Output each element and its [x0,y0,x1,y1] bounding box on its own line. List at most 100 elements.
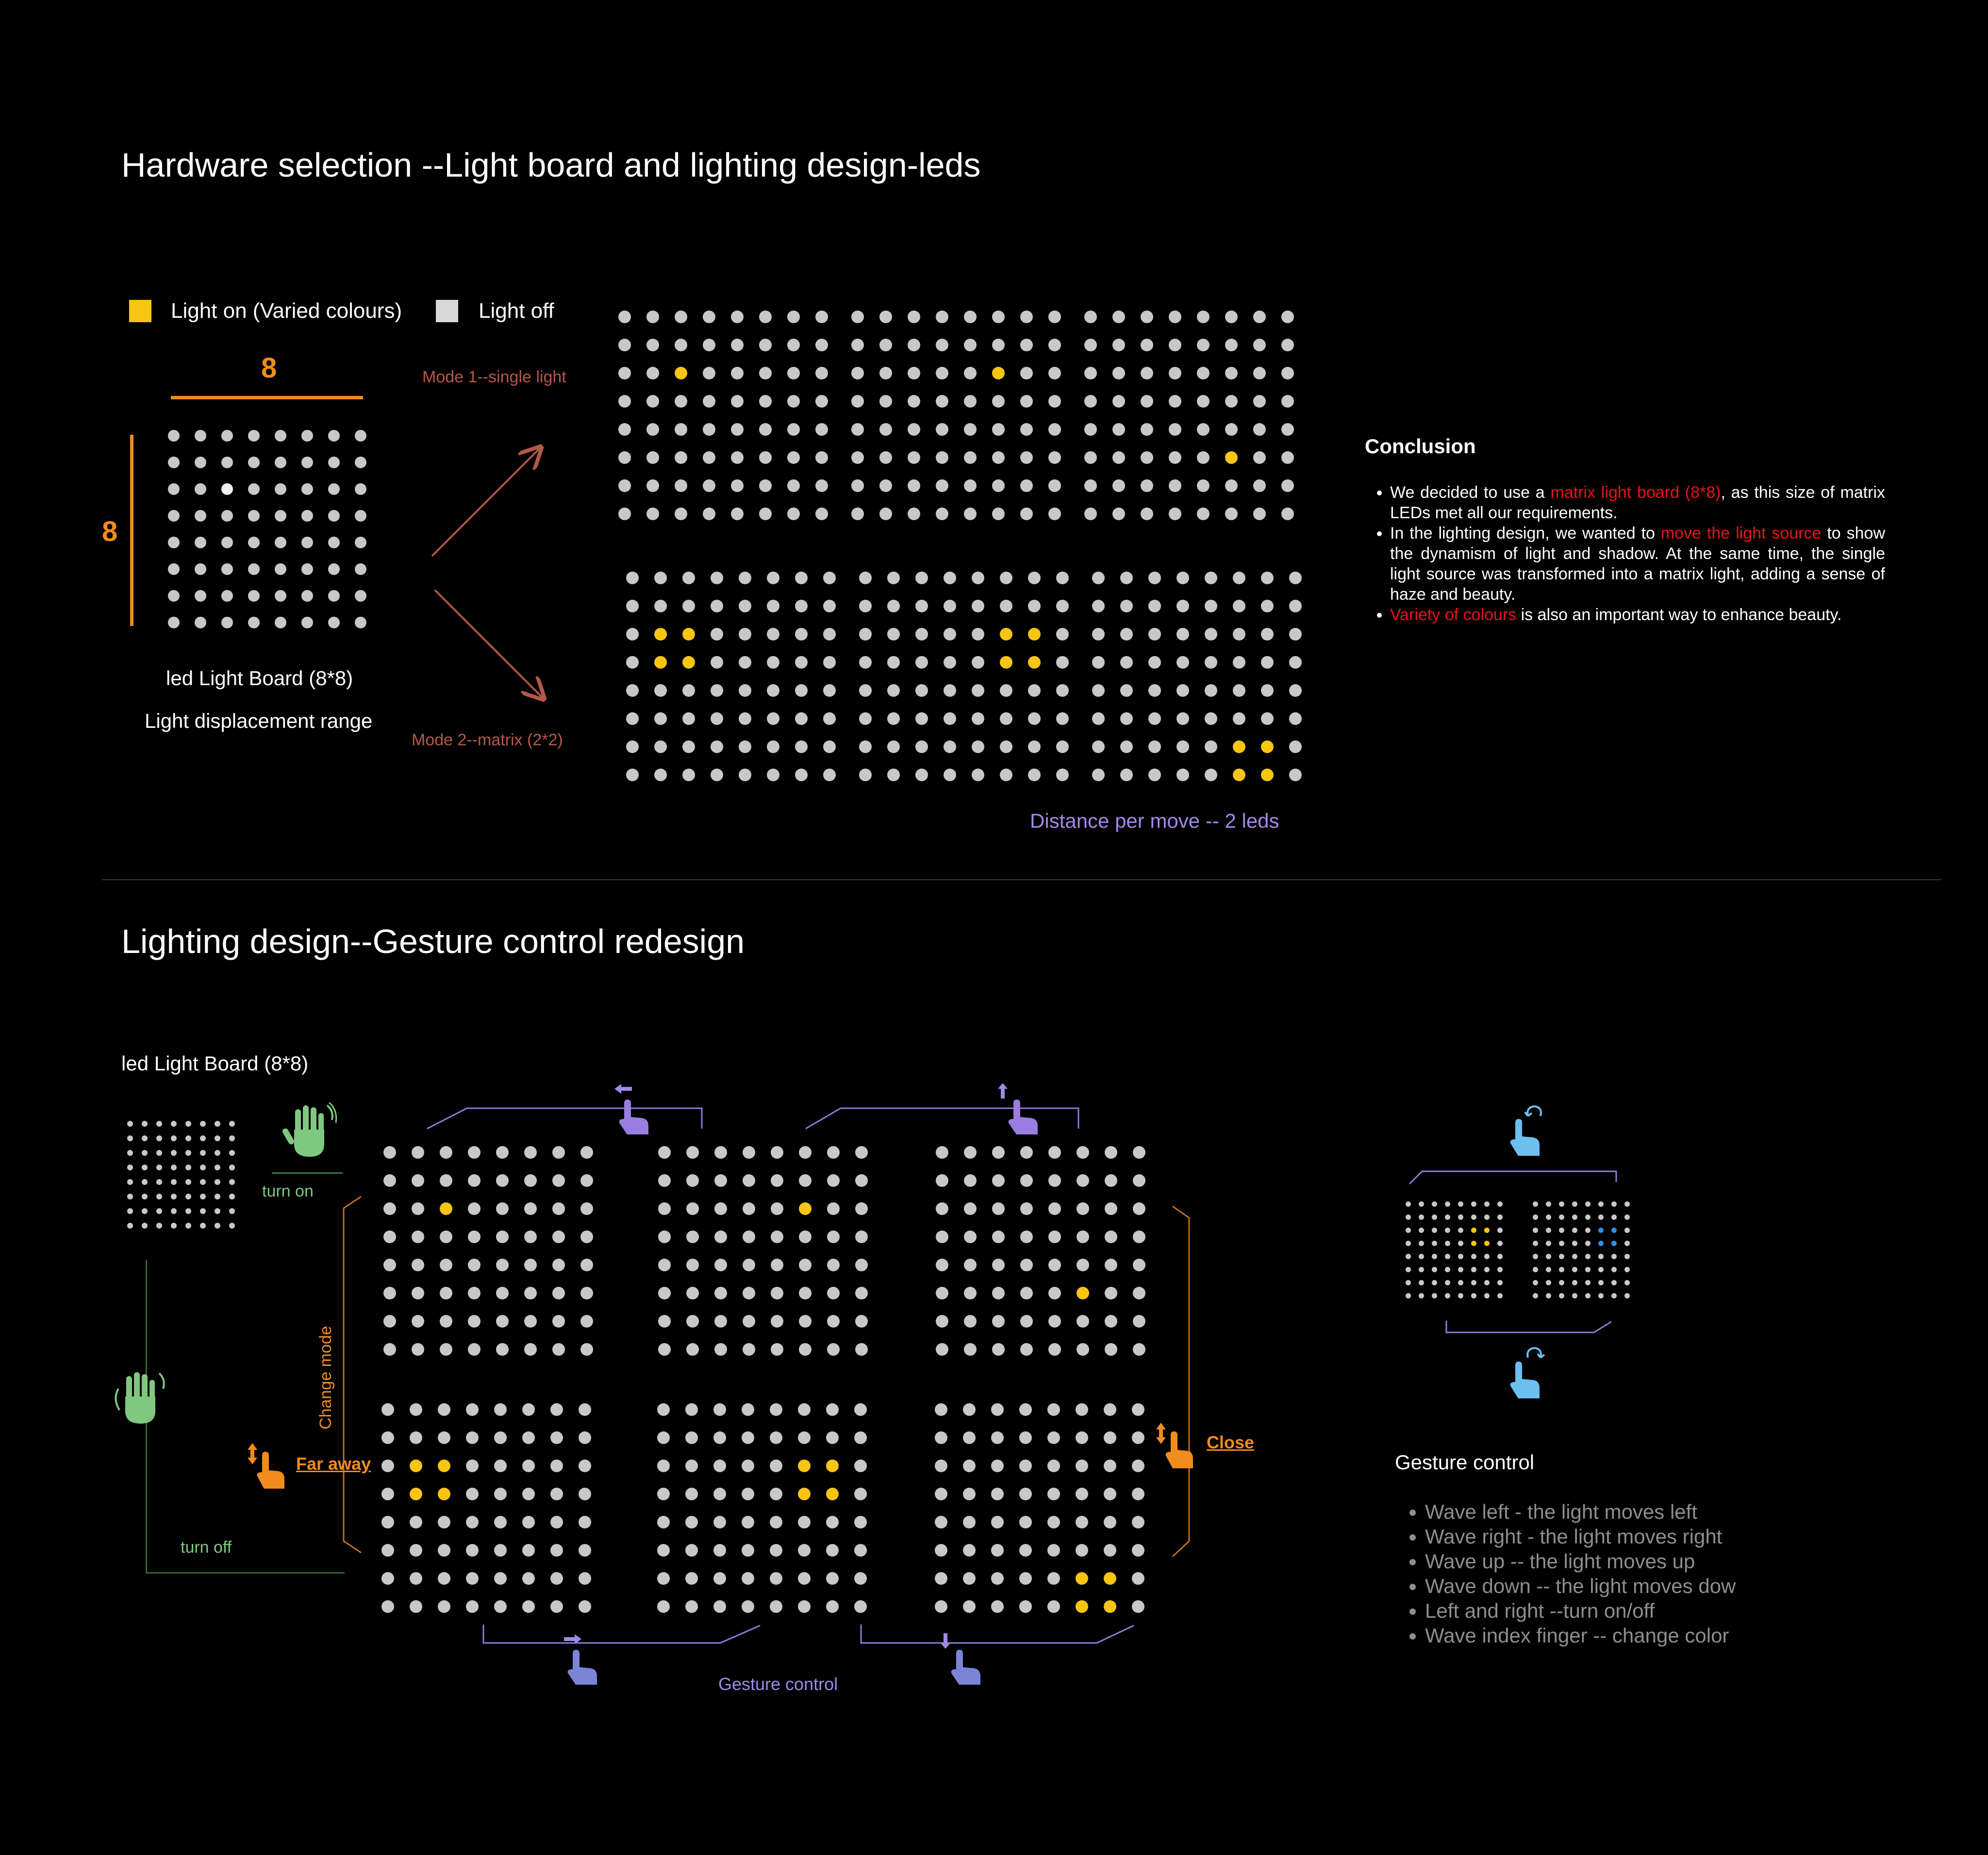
led [248,430,260,442]
led [580,1287,593,1299]
led [936,311,948,323]
led-on [654,628,667,640]
led [1458,1293,1463,1298]
led-on [1611,1228,1617,1233]
led [168,457,180,468]
led [195,457,206,468]
led [1197,395,1209,408]
led [524,1287,537,1299]
led [301,483,313,495]
led [1484,1293,1490,1298]
led [1020,508,1033,520]
led [1176,712,1189,725]
led [1281,451,1294,464]
led [992,1343,1005,1356]
led [991,1516,1004,1528]
led [248,590,260,602]
led [799,1315,812,1328]
led [185,1135,191,1141]
led [675,339,687,351]
led [142,1208,148,1214]
led [799,1174,812,1187]
led [1253,339,1266,351]
led [936,1259,948,1271]
led [328,537,340,548]
led [468,1315,480,1328]
led [1406,1293,1411,1298]
led [1261,628,1274,640]
led [248,483,260,495]
led [579,1403,591,1416]
led [550,1431,563,1444]
led [759,339,772,351]
led [195,537,206,548]
led [1056,572,1069,584]
led [739,740,751,753]
led [1176,600,1189,612]
led [466,1460,479,1472]
led [992,311,1005,323]
led [171,1194,177,1199]
led [991,1544,1004,1557]
led [915,769,928,781]
led [815,451,828,464]
led [1261,572,1274,584]
led [1225,423,1238,436]
led [1141,479,1153,492]
led [412,1231,424,1243]
led [1559,1241,1564,1246]
led [686,1259,699,1271]
led [1261,656,1274,669]
led [964,1202,977,1215]
led [1432,1293,1437,1298]
led [714,1315,727,1328]
led [552,1259,565,1271]
led [1225,339,1238,351]
conclusion-list: We decided to use a matrix light board (… [1365,482,1885,625]
led [1432,1228,1437,1233]
led [654,769,667,781]
led [466,1516,479,1528]
led [550,1544,563,1557]
led [1289,572,1302,584]
led-on [1484,1228,1490,1233]
led-on [799,1202,812,1215]
led [936,1202,948,1215]
led [795,712,808,725]
mode2-grid-2 [859,572,1084,797]
led [248,537,260,548]
led [713,1403,726,1416]
led [522,1544,535,1557]
led [964,367,977,379]
led [275,510,286,522]
led [1105,1146,1117,1159]
led [658,1202,671,1215]
led [936,339,948,351]
led [742,1431,754,1444]
led [1471,1201,1476,1207]
led [552,1315,565,1328]
led [992,1146,1005,1159]
led [1533,1241,1538,1246]
led [963,1544,976,1557]
led [1624,1241,1630,1246]
led-on [798,1488,811,1500]
led [215,1179,220,1185]
led [522,1488,535,1500]
led [355,483,366,495]
led [550,1600,563,1613]
led [1176,628,1189,640]
led [1105,1174,1117,1187]
led [383,1146,396,1159]
led [823,684,836,697]
led [823,572,836,584]
led [1406,1228,1411,1233]
led [1471,1280,1476,1285]
led [1132,1460,1144,1472]
gesture-grid-1 [383,1146,609,1371]
led [972,656,984,669]
led [185,1223,191,1229]
gesture-caption: Gesture control [718,1674,838,1694]
led [580,1231,593,1243]
led [972,600,984,612]
